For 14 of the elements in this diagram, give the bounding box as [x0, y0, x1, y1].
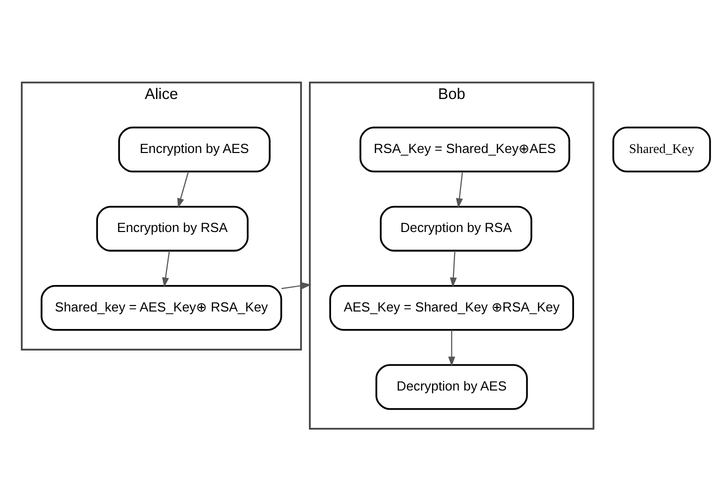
node-box: Decryption by RSA: [380, 206, 532, 252]
node-box: RSA_Key = Shared_Key⊕AES: [360, 126, 570, 172]
arrow: [162, 250, 170, 288]
node-box: AES_Key = Shared_Key ⊕RSA_Key: [329, 285, 574, 331]
arrow: [450, 250, 457, 288]
node-box: Decryption by AES: [375, 364, 528, 410]
arrow: [456, 172, 463, 208]
arrow: [281, 282, 312, 290]
node-box: Shared_Key: [612, 126, 711, 172]
node-box: Shared_key = AES_Key⊕ RSA_Key: [40, 285, 282, 331]
arrow: [448, 330, 456, 367]
node-box: Encryption by RSA: [96, 206, 249, 252]
node-box: Encryption by AES: [118, 126, 271, 172]
arrow: [177, 172, 189, 208]
